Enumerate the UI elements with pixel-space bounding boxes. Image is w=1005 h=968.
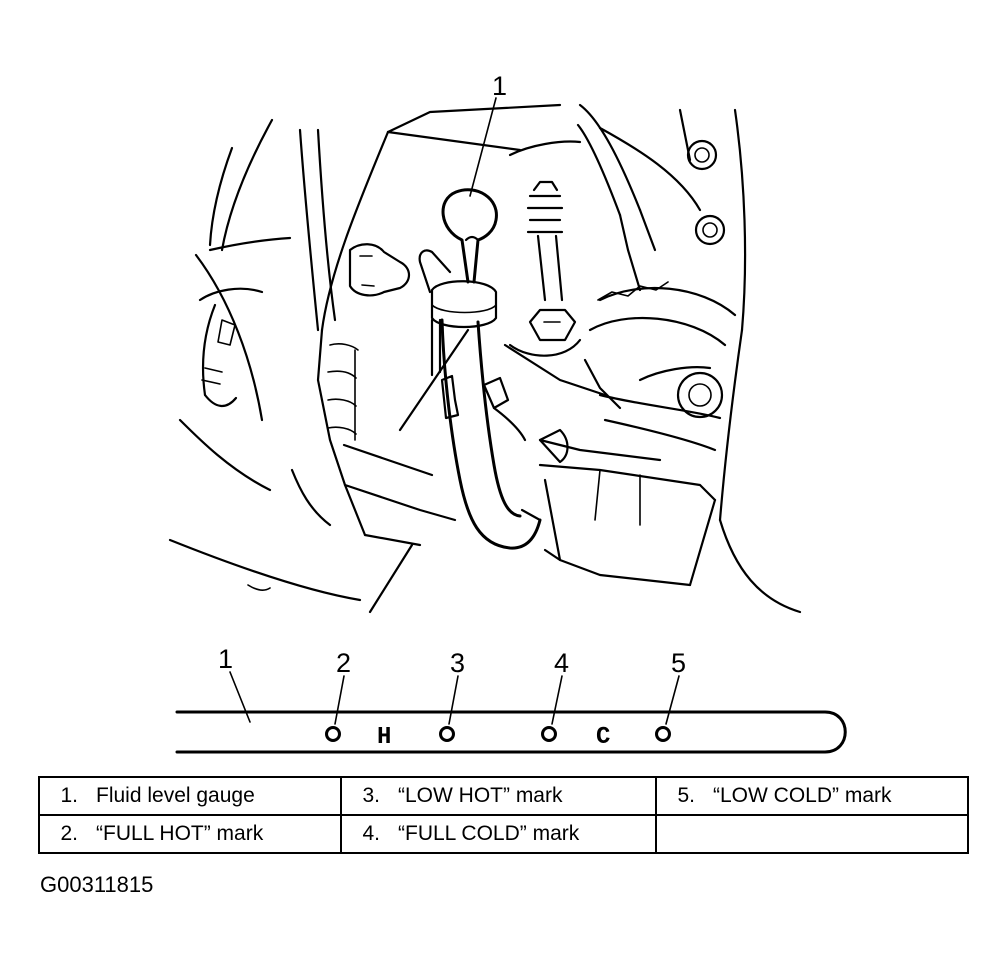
gauge-callout-3: 3	[450, 648, 465, 678]
legend-cell-4: 4.“FULL COLD” mark	[340, 814, 657, 854]
legend-label: “FULL HOT” mark	[96, 822, 264, 845]
dipstick-assembly	[418, 97, 542, 550]
legend-label: “FULL COLD” mark	[398, 822, 580, 845]
callout-top-1: 1	[492, 71, 507, 101]
gauge-callout-2: 2	[336, 648, 351, 678]
gauge-letter-h: H	[377, 724, 391, 751]
legend-row: 2.“FULL HOT” mark 4.“FULL COLD” mark	[38, 814, 969, 854]
mark-low-hot	[439, 726, 455, 742]
gauge-callout-4: 4	[554, 648, 569, 678]
gauge-letter-c: C	[596, 724, 610, 751]
gauge-callout-5: 5	[671, 648, 686, 678]
mark-full-cold	[541, 726, 557, 742]
legend-cell-5: 5.“LOW COLD” mark	[655, 776, 969, 816]
legend-row: 1.Fluid level gauge 3.“LOW HOT” mark 5.“…	[38, 776, 969, 816]
legend-cell-3: 3.“LOW HOT” mark	[340, 776, 657, 816]
legend-cell-empty	[655, 814, 969, 854]
gauge-blade	[175, 671, 847, 754]
legend-table: 1.Fluid level gauge 3.“LOW HOT” mark 5.“…	[38, 776, 969, 854]
figure-code: G00311815	[40, 872, 154, 897]
legend-cell-1: 1.Fluid level gauge	[38, 776, 342, 816]
mark-low-cold	[655, 726, 671, 742]
legend-label: Fluid level gauge	[96, 784, 255, 807]
mark-full-hot	[325, 726, 341, 742]
legend-label: “LOW HOT” mark	[398, 784, 563, 807]
engine-linework	[168, 103, 802, 614]
legend-cell-2: 2.“FULL HOT” mark	[38, 814, 342, 854]
gauge-callout-1: 1	[218, 644, 233, 674]
legend-label: “LOW COLD” mark	[713, 784, 892, 807]
